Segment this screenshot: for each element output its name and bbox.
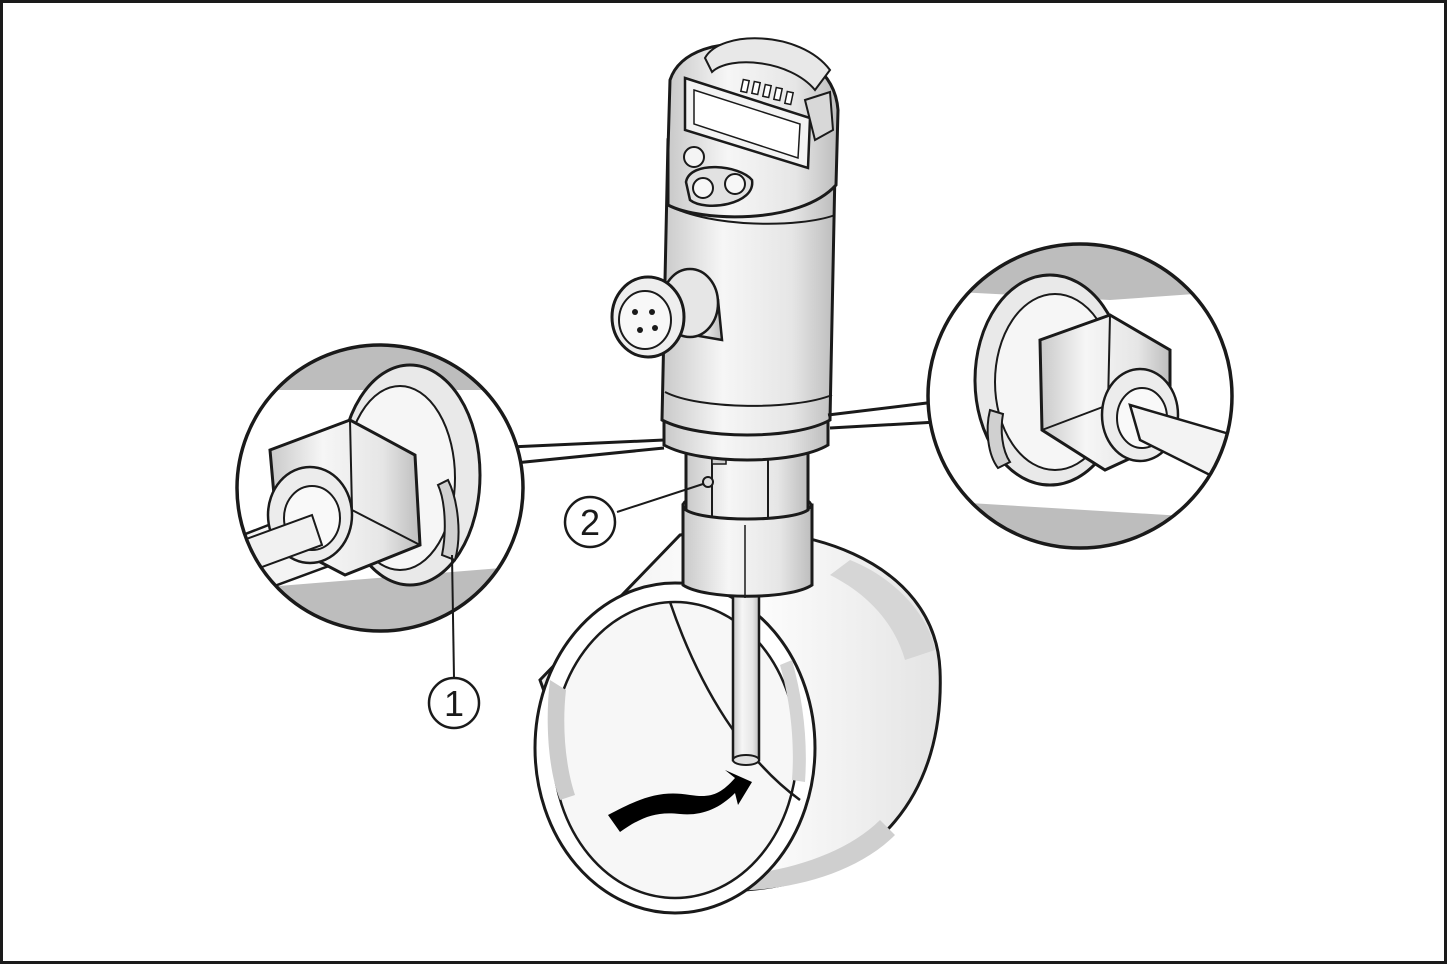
sensor-lower-mark (702, 476, 714, 488)
connector-socket (618, 290, 672, 350)
detail-leaders (509, 400, 938, 465)
leader-line (827, 400, 936, 417)
cap-notch (803, 90, 835, 142)
weld-sleeve (681, 503, 814, 598)
connector-pin (649, 309, 655, 315)
process-adapter (681, 443, 814, 598)
detail-left-border (235, 343, 525, 633)
sensor-probe (731, 588, 761, 762)
connector-pin (652, 325, 658, 331)
callout-leader (451, 554, 455, 679)
led-indicator (739, 78, 751, 94)
led-indicator (761, 83, 773, 99)
hex-edge (1041, 404, 1109, 431)
leader-line (514, 446, 665, 465)
pipe (533, 528, 942, 915)
pipe-inner-wall (668, 601, 801, 802)
detail-right-mark (986, 408, 1012, 470)
pipe-opening-inner (551, 600, 799, 900)
detail-left-mark (436, 478, 460, 562)
led-indicators (739, 78, 795, 106)
connector-plug-icon (610, 267, 724, 359)
callout-circle (427, 676, 481, 730)
callout-number: 2 (580, 502, 600, 543)
led-indicator (750, 80, 762, 96)
detail-left (235, 343, 525, 633)
pipe-shade (830, 560, 935, 660)
callout-leader (616, 483, 704, 513)
probe-tip (732, 754, 760, 766)
callout-circle (563, 495, 617, 549)
detail-right (926, 242, 1234, 550)
callout-2: 2 (563, 483, 704, 549)
callout-1: 1 (427, 554, 481, 730)
flow-arrow-icon (608, 770, 752, 832)
pushbutton-icon (724, 173, 746, 195)
display-window (693, 88, 801, 160)
connector-pin (637, 327, 643, 333)
pushbutton-icon (683, 146, 705, 168)
detail-right-border (926, 242, 1234, 550)
sensor-cap (703, 37, 832, 92)
leader-line (829, 420, 938, 430)
connector-pin (632, 309, 638, 315)
callout-number: 1 (444, 683, 464, 724)
pipe-rim-shade (547, 680, 575, 800)
leader-line (509, 438, 665, 449)
led-indicator (772, 86, 784, 102)
sensor-unit (610, 37, 840, 462)
pushbutton-icon (692, 177, 714, 199)
led-indicator (783, 90, 795, 106)
body-seam (664, 391, 833, 407)
pipe-rim-shade (780, 660, 806, 782)
